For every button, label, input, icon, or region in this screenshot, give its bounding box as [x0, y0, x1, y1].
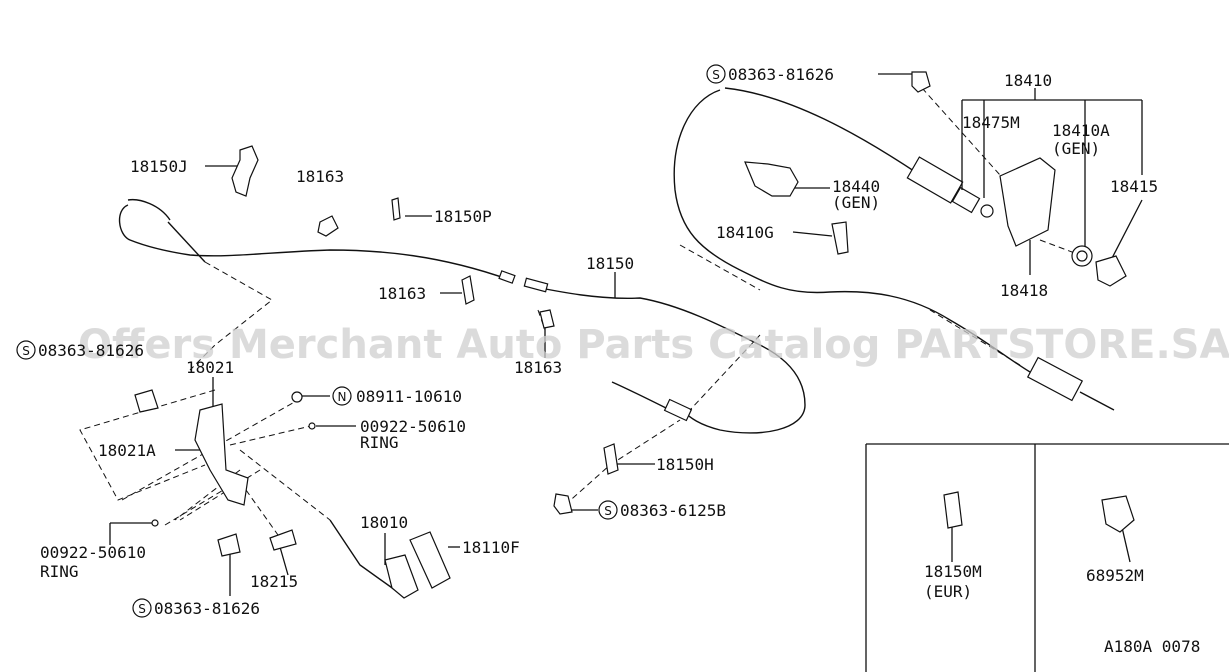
label-bolt-08363-6125B: 08363-6125B — [620, 501, 726, 520]
label-18163-b: 18163 — [378, 284, 426, 303]
label-18150H: 18150H — [656, 455, 714, 474]
label-18163-c: 18163 — [514, 358, 562, 377]
inset-frame — [865, 443, 1229, 672]
label-18415: 18415 — [1110, 177, 1158, 196]
label-18163-a: 18163 — [296, 167, 344, 186]
watermark-text: Offers Merchant Auto Parts Catalog PARTS… — [78, 322, 1229, 368]
label-18021A: 18021A — [98, 441, 156, 460]
label-18150M: 18150M — [924, 562, 982, 581]
label-18150P: 18150P — [434, 207, 492, 226]
label-ring-00922-50610-b: 00922-50610 — [40, 543, 146, 562]
svg-text:S: S — [138, 602, 146, 616]
svg-text:S: S — [712, 68, 720, 82]
bolt-symbol-bottom: S — [132, 598, 152, 618]
assembly-dash-lines — [79, 87, 1081, 536]
label-ring-word-a: RING — [360, 433, 399, 452]
label-18021: 18021 — [186, 358, 234, 377]
label-ring-word-b: RING — [40, 562, 79, 581]
diagram-code: A180A 0078 — [1104, 637, 1200, 656]
label-18475M: 18475M — [962, 113, 1020, 132]
fastener-symbols: S N S S S — [16, 64, 726, 618]
label-bolt-08363-81626-left: 08363-81626 — [38, 341, 144, 360]
svg-text:N: N — [338, 390, 347, 404]
svg-text:S: S — [604, 504, 612, 518]
label-bolt-08363-81626-bottom: 08363-81626 — [154, 599, 260, 618]
label-18150M-note: (EUR) — [924, 582, 972, 601]
label-18410A-note: (GEN) — [1052, 139, 1100, 158]
part-labels: 18150J 18163 18150P 18163 18150 18163 08… — [38, 65, 1200, 656]
label-18215: 18215 — [250, 572, 298, 591]
svg-text:S: S — [22, 344, 30, 358]
label-18410G: 18410G — [716, 223, 774, 242]
label-bolt-08363-81626-top: 08363-81626 — [728, 65, 834, 84]
label-18010: 18010 — [360, 513, 408, 532]
label-18440-note: (GEN) — [832, 193, 880, 212]
label-18440: 18440 — [832, 177, 880, 196]
nut-symbol: N — [332, 386, 352, 406]
bolt-symbol-mid: S — [598, 500, 618, 520]
label-18418: 18418 — [1000, 281, 1048, 300]
label-68952M: 68952M — [1086, 566, 1144, 585]
label-18150J: 18150J — [130, 157, 188, 176]
cable-18410 — [673, 87, 1115, 411]
label-18410A: 18410A — [1052, 121, 1110, 140]
accelerator-cable-18150 — [118, 198, 806, 434]
bolt-symbol-top: S — [706, 64, 726, 84]
label-nut-08911-10610: 08911-10610 — [356, 387, 462, 406]
label-ring-00922-50610-a: 00922-50610 — [360, 417, 466, 436]
label-18110F: 18110F — [462, 538, 520, 557]
label-18150: 18150 — [586, 254, 634, 273]
bolt-symbol-left: S — [16, 340, 36, 360]
part-shapes — [134, 71, 1135, 599]
leader-lines — [109, 73, 1143, 596]
label-18410: 18410 — [1004, 71, 1052, 90]
